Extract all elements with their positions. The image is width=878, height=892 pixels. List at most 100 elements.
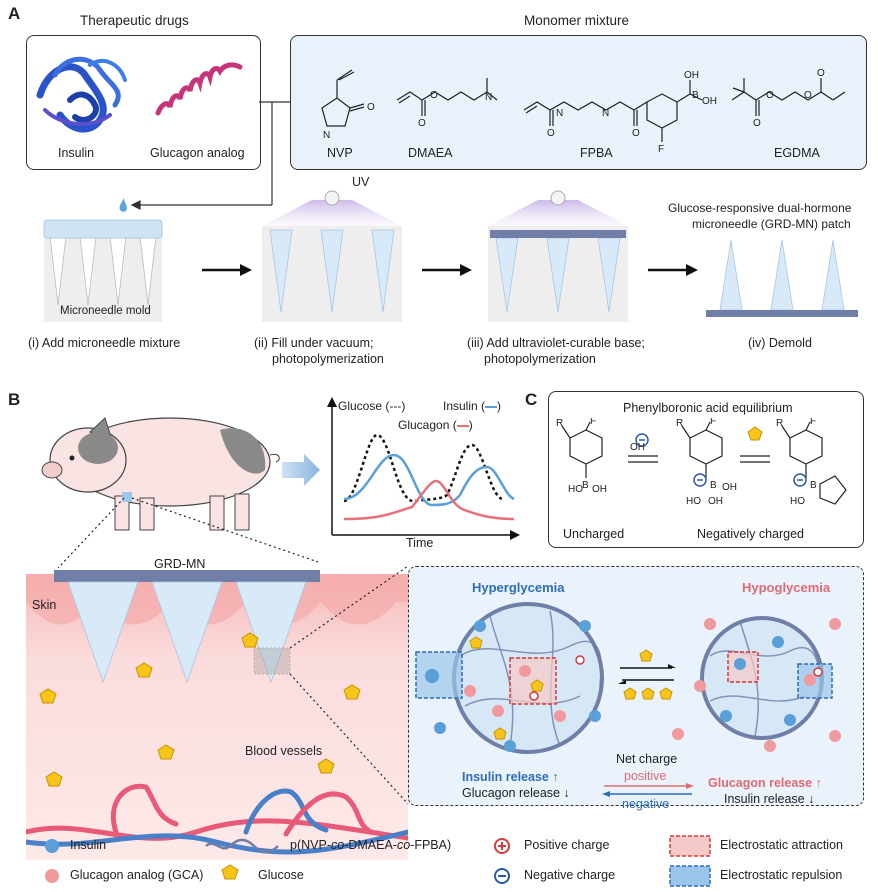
- legend-polymer: p(NVP-co-DMAEA-co-FPBA): [290, 838, 451, 852]
- legend-insulin: Insulin: [70, 838, 107, 852]
- patch-title-line2: microneedle (GRD-MN) patch: [692, 217, 851, 231]
- svg-text:R: R: [676, 418, 683, 429]
- pig-image: [41, 417, 280, 531]
- svg-text:F: F: [590, 418, 596, 427]
- svg-text:B: B: [810, 480, 817, 491]
- svg-text:O: O: [804, 90, 812, 101]
- svg-text:O: O: [418, 118, 426, 129]
- svg-text:O: O: [632, 128, 640, 139]
- plot-glucose-label: Glucose (---): [338, 399, 406, 413]
- net-charge-label: Net charge: [616, 752, 678, 766]
- blood-vessels-label: Blood vessels: [245, 744, 323, 758]
- monomer-nvp-label: NVP: [327, 146, 353, 160]
- patch-title-line1: Glucose-responsive dual-hormone: [668, 201, 852, 215]
- legend-polymer-co2: co: [396, 838, 411, 852]
- panel-letter-c: C: [525, 390, 538, 409]
- svg-text:OH: OH: [684, 70, 699, 81]
- insulin-structure-image: [36, 56, 127, 133]
- negatively-charged-label: Negatively charged: [697, 527, 805, 541]
- connector-lines: [130, 101, 290, 210]
- uncharged-label: Uncharged: [563, 527, 625, 541]
- pba-equilibrium-box: [548, 391, 864, 548]
- uv-label: UV: [352, 175, 370, 189]
- legend-attraction: Electrostatic attraction: [720, 838, 843, 852]
- svg-text:O: O: [547, 128, 555, 139]
- transition-arrow: [282, 454, 320, 486]
- insulin-release-low-label: Insulin release ↓: [724, 792, 815, 806]
- svg-text:OH: OH: [722, 482, 737, 493]
- svg-text:O: O: [817, 68, 825, 79]
- legend-polymer-end: -FPBA): [410, 838, 452, 852]
- svg-text:B: B: [710, 480, 717, 491]
- legend-gca: Glucagon analog (GCA): [70, 868, 204, 882]
- glucagon-release-label: Glucagon release ↑: [708, 776, 822, 790]
- legend-polymer-mid: -DMAEA-: [344, 838, 397, 852]
- plot-glucagon-text: Glucagon (: [398, 418, 457, 432]
- svg-text:OH: OH: [592, 484, 607, 495]
- panel-letter-b: B: [8, 390, 21, 409]
- svg-text:R: R: [776, 418, 783, 429]
- svg-text:O: O: [430, 90, 438, 101]
- hypoglycemia-title: Hypoglycemia: [742, 580, 831, 595]
- svg-text:F: F: [658, 144, 664, 155]
- insulin-line-swatch: [485, 405, 498, 408]
- svg-text:N: N: [485, 92, 492, 103]
- svg-text:O: O: [367, 102, 375, 113]
- svg-text:OH: OH: [708, 496, 723, 507]
- svg-text:HO: HO: [686, 496, 701, 507]
- svg-text:F: F: [710, 418, 716, 427]
- plot-insulin-label: Insulin (): [443, 399, 501, 413]
- legend-repulsion: Electrostatic repulsion: [720, 868, 843, 882]
- svg-text:B: B: [692, 90, 699, 101]
- hormone-plot: [327, 397, 520, 540]
- step-iii-label-2: photopolymerization: [484, 352, 596, 366]
- glucagon-analog-label: Glucagon analog: [150, 146, 245, 160]
- svg-text:N: N: [602, 108, 609, 119]
- hyperglycemia-title: Hyperglycemia: [472, 580, 565, 595]
- step-ii-label-2: photopolymerization: [272, 352, 384, 366]
- svg-text:O: O: [766, 90, 774, 101]
- monomer-dmaea-label: DMAEA: [408, 146, 453, 160]
- step-iv-label: (iv) Demold: [748, 336, 812, 350]
- monomer-egdma-label: EGDMA: [774, 146, 820, 160]
- svg-text:F: F: [810, 418, 816, 427]
- glucagon-analog-helix-image: [155, 62, 243, 116]
- svg-text:N: N: [556, 108, 563, 119]
- glucagon-line-swatch: [456, 424, 469, 427]
- legend-polymer-prefix: p(NVP-: [290, 838, 331, 852]
- plot-insulin-close: ): [497, 399, 502, 413]
- insulin-release-label: Insulin release ↑: [462, 770, 559, 784]
- plot-insulin-text: Insulin (: [443, 399, 486, 413]
- drugs-title: Therapeutic drugs: [80, 13, 189, 28]
- skin-illustration: [26, 570, 408, 860]
- glucose-curve: [343, 433, 503, 503]
- svg-text:OH: OH: [702, 96, 717, 107]
- svg-text:OH: OH: [630, 442, 645, 453]
- negative-label: negative: [622, 797, 670, 811]
- net-charge-arrows: [602, 783, 694, 797]
- insulin-label: Insulin: [58, 146, 95, 160]
- fabrication-steps: [43, 190, 858, 322]
- insulin-curve: [343, 453, 515, 507]
- microneedle-mold-label: Microneedle mold: [60, 305, 151, 317]
- legend-symbols: [45, 835, 711, 887]
- legend-positive-charge: Positive charge: [524, 838, 610, 852]
- svg-text:N: N: [323, 130, 330, 141]
- svg-text:O: O: [753, 118, 761, 129]
- legend-polymer-co1: co: [330, 838, 345, 852]
- pba-title: Phenylboronic acid equilibrium: [623, 401, 793, 415]
- zoom-lines: [57, 497, 319, 569]
- positive-label: positive: [624, 769, 667, 783]
- glucagon-release-low-label: Glucagon release ↓: [462, 786, 570, 800]
- skin-label: Skin: [32, 598, 57, 612]
- svg-text:HO: HO: [568, 484, 583, 495]
- svg-text:R: R: [556, 418, 563, 429]
- hydrogel-mechanism: [415, 602, 841, 754]
- monomer-fpba-label: FPBA: [580, 146, 613, 160]
- glucagon-curve: [343, 479, 515, 521]
- monomer-title: Monomer mixture: [524, 13, 630, 28]
- grdmn-label: GRD-MN: [154, 557, 206, 571]
- plot-glucagon-close: ): [468, 418, 473, 432]
